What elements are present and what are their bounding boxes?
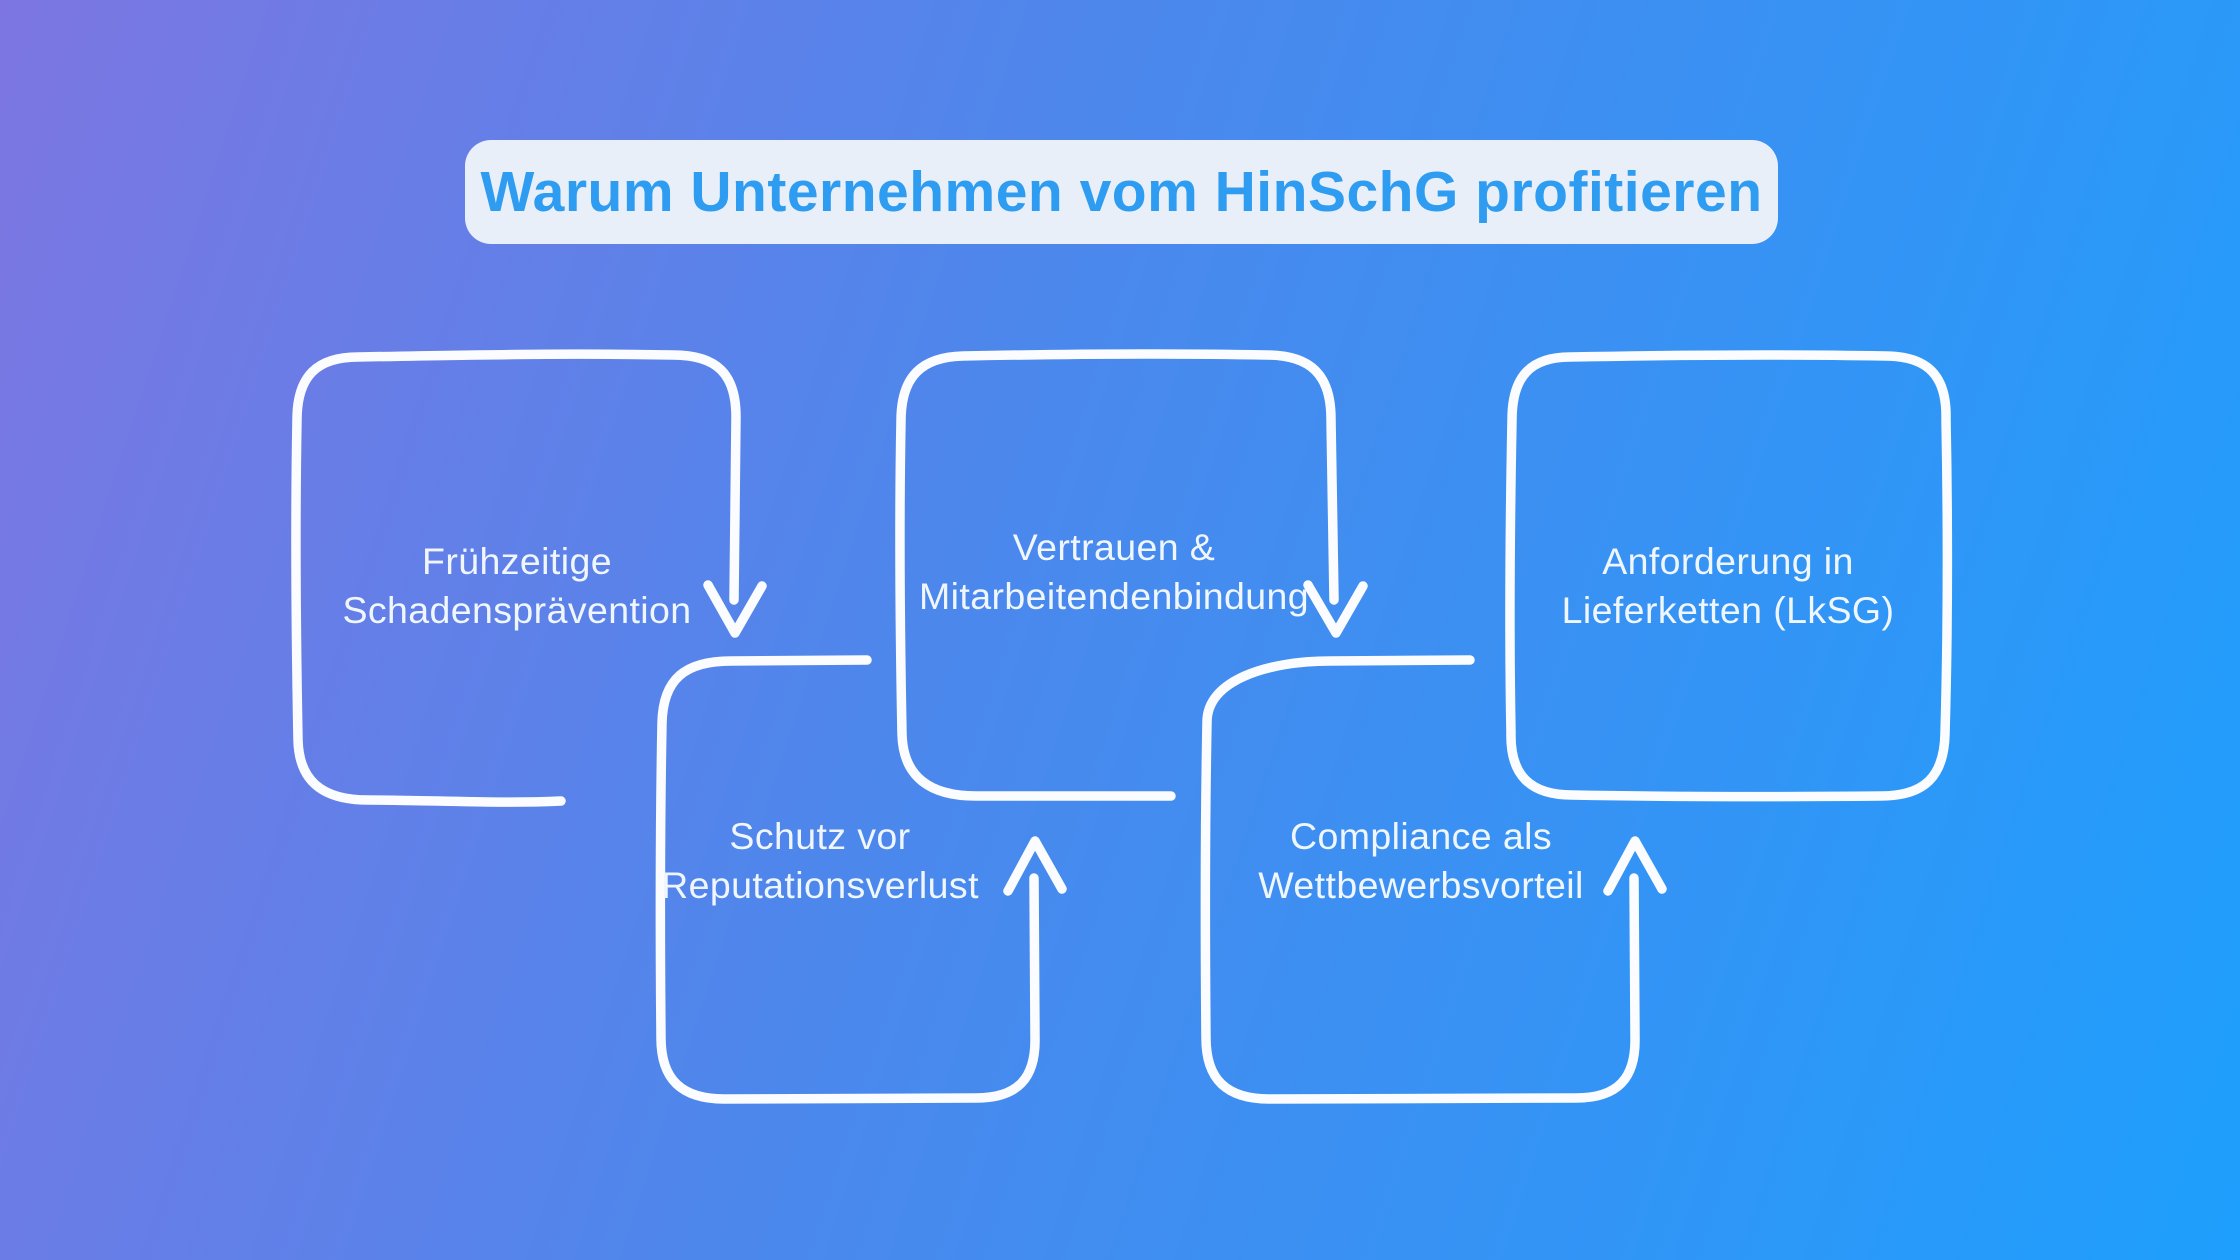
- box-label-1: Frühzeitige Schadensprävention: [342, 540, 692, 631]
- box-outline-2: [655, 655, 1040, 1104]
- box-outline-1: [291, 349, 741, 807]
- page-title: Warum Unternehmen vom HinSchG profitiere…: [480, 160, 1763, 224]
- title-banner: Warum Unternehmen vom HinSchG profitiere…: [465, 140, 1778, 244]
- box-label-3: Vertrauen & Mitarbeitendenbindung: [919, 526, 1309, 617]
- box-outline-4: [1200, 655, 1640, 1104]
- box-label-4: Compliance als Wettbewerbsvorteil: [1258, 815, 1584, 906]
- box-outline-5: [1505, 350, 1953, 802]
- box-label-5: Anforderung in Lieferketten (LkSG): [1561, 540, 1895, 631]
- box-label-2: Schutz vor Reputationsverlust: [661, 815, 979, 906]
- connector-arrow-up-4: [1603, 836, 1667, 896]
- box-outline-3: [895, 349, 1339, 801]
- connector-arrow-down-1: [703, 580, 767, 638]
- connector-arrow-up-2: [1003, 836, 1067, 896]
- connector-arrow-down-3: [1303, 580, 1368, 638]
